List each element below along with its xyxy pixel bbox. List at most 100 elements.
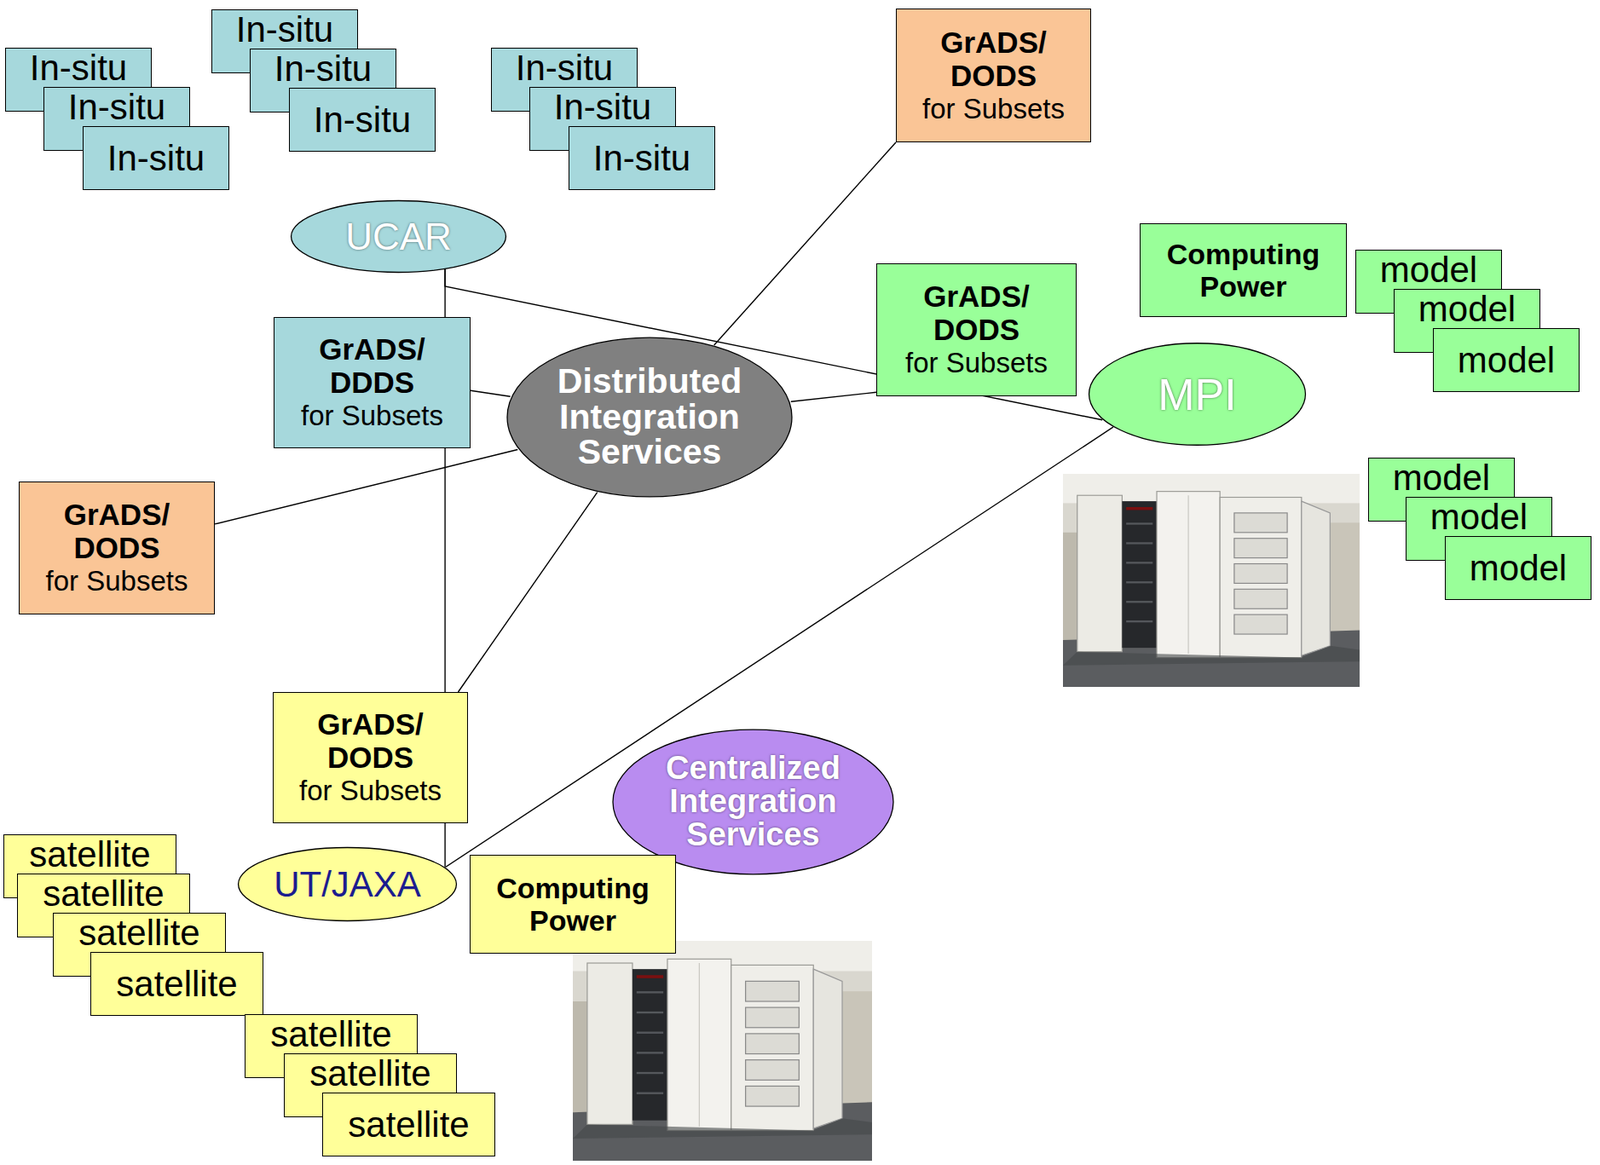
node-sublabel: for Subsets (46, 564, 189, 599)
node-text: In-situ (274, 51, 372, 87)
node-label: satellite (115, 966, 237, 1003)
supercomputer-photo (572, 941, 873, 1162)
node-label: UT/JAXA (273, 864, 422, 906)
connector-line (470, 390, 511, 397)
node-label: model (1469, 550, 1567, 587)
node-text: GrADS/ DODSfor Subsets (46, 497, 189, 599)
node-sublabel: for Subsets (299, 774, 442, 809)
node-text: satellite (28, 837, 151, 873)
node-label: Computing Power (1161, 237, 1327, 303)
satellite-card: satellite (322, 1092, 496, 1157)
node-label: model (1430, 499, 1528, 536)
node-label: MPI (1157, 369, 1237, 421)
node-text: satellite (347, 1107, 469, 1144)
node-text: MPI (1157, 369, 1237, 421)
node-text: GrADS/ DDDSfor Subsets (300, 332, 444, 434)
computing-power-box: Computing Power (1139, 223, 1347, 318)
data-server-box: GrADS/ DODSfor Subsets (876, 263, 1077, 397)
node-text: In-situ (593, 140, 691, 177)
data-server-box: GrADS/ DODSfor Subsets (272, 692, 468, 824)
model-card: model (1432, 328, 1580, 393)
node-text: satellite (309, 1056, 431, 1092)
node-text: model (1380, 252, 1478, 289)
node-label: GrADS/ DODS (52, 497, 182, 565)
node-text: GrADS/ DODSfor Subsets (905, 279, 1048, 381)
node-label: satellite (347, 1107, 469, 1144)
node-label: In-situ (236, 11, 334, 48)
site-ellipse: UCAR (289, 200, 508, 273)
connector-line (214, 450, 518, 525)
node-text: In-situ (68, 89, 166, 126)
node-label: In-situ (29, 50, 128, 87)
node-text: satellite (115, 966, 237, 1003)
computing-power-box: Computing Power (469, 854, 676, 954)
integration-service-ellipse: Centralized Integration Services (611, 728, 896, 876)
node-label: model (1380, 252, 1478, 289)
node-text: In-situ (313, 102, 411, 139)
node-sublabel: for Subsets (905, 346, 1048, 381)
node-label: satellite (78, 915, 200, 952)
node-label: GrADS/ DODS (306, 707, 435, 775)
node-text: Centralized Integration Services (658, 751, 847, 851)
node-label: In-situ (313, 102, 411, 139)
supercomputer-photo (1062, 473, 1360, 688)
node-text: In-situ (236, 11, 334, 48)
node-label: In-situ (68, 89, 166, 126)
node-label: Computing Power (490, 872, 656, 937)
node-text: In-situ (515, 50, 613, 87)
in-situ-card: In-situ (288, 87, 436, 152)
node-text: UCAR (345, 215, 452, 259)
model-card: model (1444, 536, 1592, 601)
node-sublabel: for Subsets (922, 92, 1065, 127)
node-text: In-situ (554, 89, 652, 126)
node-text: In-situ (107, 140, 205, 177)
node-text: model (1418, 291, 1516, 328)
node-label: GrADS/ DDDS (307, 332, 437, 399)
node-label: GrADS/ DODS (929, 25, 1058, 93)
connector-line (445, 427, 1114, 867)
site-ellipse: UT/JAXA (236, 847, 458, 922)
node-text: model (1430, 499, 1528, 536)
node-label: In-situ (554, 89, 652, 126)
data-server-box: GrADS/ DDDSfor Subsets (273, 317, 471, 449)
node-text: GrADS/ DODSfor Subsets (299, 707, 442, 809)
data-server-box: GrADS/ DODSfor Subsets (18, 481, 215, 615)
node-sublabel: for Subsets (300, 398, 444, 434)
node-label: Distributed Integration Services (549, 363, 750, 471)
in-situ-card: In-situ (568, 126, 716, 191)
connector-line (714, 142, 896, 346)
node-label: GrADS/ DODS (912, 279, 1041, 347)
node-label: In-situ (274, 51, 372, 87)
node-label: satellite (42, 876, 164, 913)
node-label: model (1457, 342, 1555, 379)
node-label: In-situ (593, 140, 691, 177)
node-text: Computing Power (490, 872, 656, 937)
node-label: satellite (28, 837, 151, 873)
node-text: In-situ (29, 50, 128, 87)
node-label: In-situ (515, 50, 613, 87)
connector-line (458, 492, 598, 693)
node-label: In-situ (107, 140, 205, 177)
node-text: model (1392, 460, 1491, 497)
node-text: model (1457, 342, 1555, 379)
site-ellipse: MPI (1087, 342, 1307, 446)
node-text: satellite (42, 876, 164, 913)
node-label: UCAR (345, 215, 452, 259)
node-text: UT/JAXA (273, 864, 422, 906)
node-text: GrADS/ DODSfor Subsets (922, 25, 1065, 127)
in-situ-card: In-situ (82, 126, 230, 191)
node-text: Distributed Integration Services (549, 363, 750, 471)
satellite-card: satellite (90, 952, 264, 1017)
node-text: Computing Power (1161, 237, 1327, 303)
node-text: satellite (270, 1016, 392, 1053)
node-text: model (1469, 550, 1567, 587)
node-label: model (1392, 460, 1491, 497)
connector-line (791, 392, 877, 402)
data-server-box: GrADS/ DODSfor Subsets (895, 8, 1092, 143)
node-text: satellite (78, 915, 200, 952)
node-label: Centralized Integration Services (658, 751, 847, 851)
node-label: model (1418, 291, 1516, 328)
node-label: satellite (270, 1016, 392, 1053)
node-label: satellite (309, 1056, 431, 1092)
